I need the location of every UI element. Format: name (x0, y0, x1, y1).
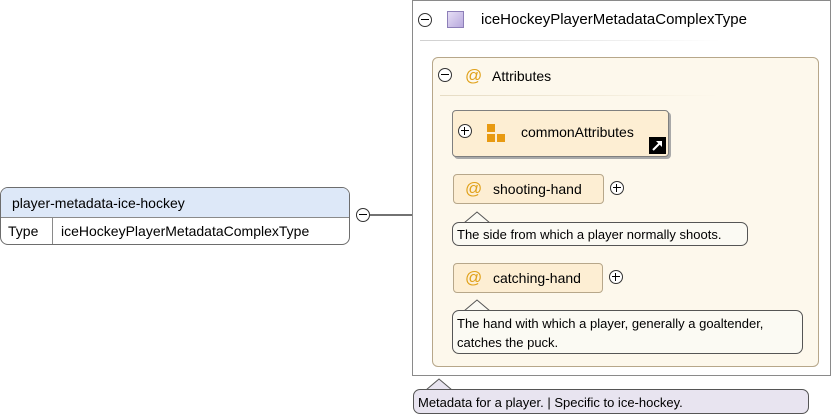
complex-type-icon (447, 11, 464, 28)
shooting-hand-note-tail (463, 211, 491, 223)
reference-arrow-icon (649, 137, 666, 154)
catching-hand-at-icon: @ (465, 268, 483, 287)
catching-hand-note-tail (463, 299, 491, 311)
catching-hand-attribute-box[interactable] (453, 263, 603, 293)
complex-type-annotation: Metadata for a player. | Specific to ice… (418, 395, 683, 410)
collapse-complex-type-toggle-icon[interactable] (418, 13, 432, 27)
complex-type-separator (420, 40, 720, 41)
shooting-hand-doc: The side from which a player normally sh… (457, 227, 722, 242)
common-attributes-label: commonAttributes (521, 124, 634, 140)
type-label: Type (1, 218, 53, 244)
root-element-type-row: Type iceHockeyPlayerMetadataComplexType (1, 218, 349, 244)
catching-hand-label: catching-hand (493, 270, 581, 286)
shooting-hand-attribute-box[interactable] (453, 174, 604, 204)
complex-type-note-tail (425, 378, 453, 390)
shooting-hand-at-icon: @ (465, 179, 483, 198)
catching-hand-doc-line-2: catches the puck. (457, 335, 559, 350)
expand-shooting-hand-toggle-icon[interactable] (610, 181, 624, 195)
root-element-name: player-metadata-ice-hockey (1, 188, 349, 218)
attributes-title: Attributes (492, 68, 552, 84)
complex-type-name: iceHockeyPlayerMetadataComplexType (481, 11, 747, 28)
attributes-separator (440, 95, 720, 96)
attributes-at-icon: @ (465, 66, 483, 85)
complex-type-annotation-note: Metadata for a player. | Specific to ice… (413, 389, 809, 414)
expand-common-attributes-toggle-icon[interactable] (458, 124, 472, 138)
shooting-hand-doc-note: The side from which a player normally sh… (452, 222, 748, 246)
catching-hand-doc-note: The hand with which a player, generally … (452, 310, 803, 354)
shooting-hand-label: shooting-hand (493, 181, 582, 197)
type-value: iceHockeyPlayerMetadataComplexType (61, 223, 310, 239)
collapse-attributes-toggle-icon[interactable] (438, 68, 452, 82)
common-attributes-box[interactable] (452, 110, 669, 157)
root-element-box[interactable]: player-metadata-ice-hockey Type iceHocke… (0, 187, 350, 245)
collapse-root-toggle-icon[interactable] (356, 208, 370, 222)
expand-catching-hand-toggle-icon[interactable] (609, 270, 623, 284)
catching-hand-doc-line-1: The hand with which a player, generally … (457, 316, 764, 331)
attribute-group-icon (487, 124, 505, 142)
